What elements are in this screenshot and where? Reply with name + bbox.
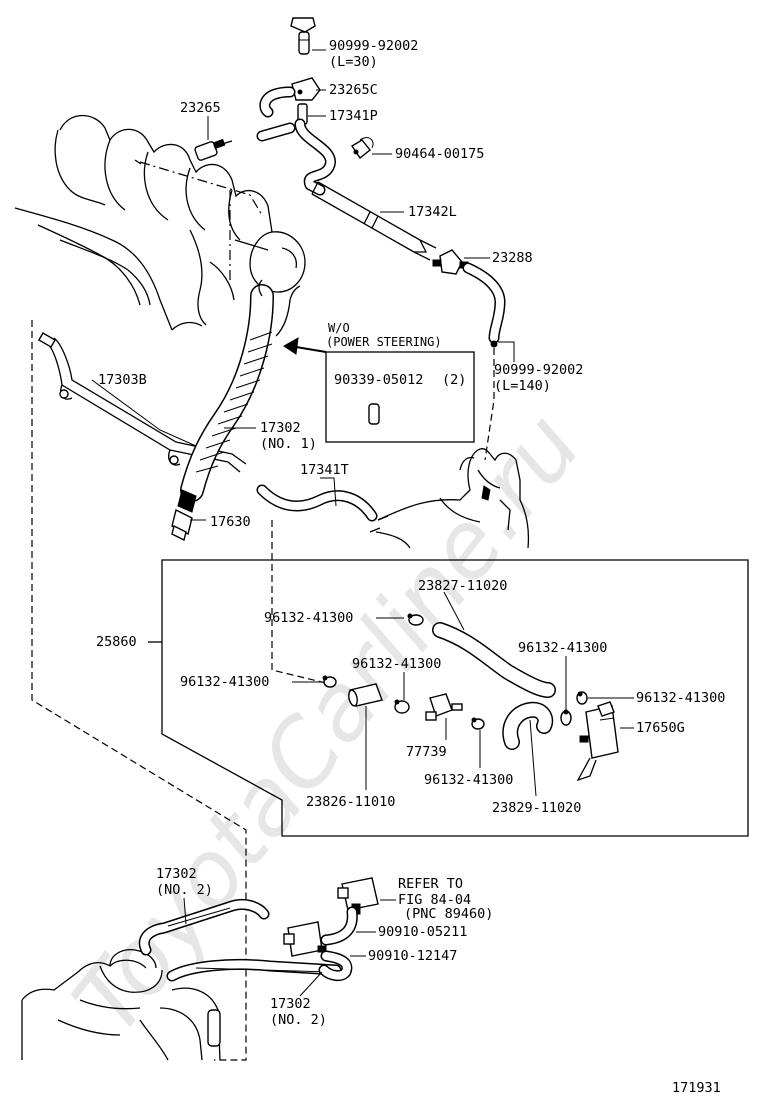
clamp-90464 xyxy=(351,137,374,160)
wo-box-title-line2: (POWER STEERING) xyxy=(326,335,442,349)
vacuum-filter-17630 xyxy=(171,489,197,542)
callout-23829-11020: 23829-11020 xyxy=(492,800,581,816)
wo-power-steering-box xyxy=(283,337,475,443)
valve-23288 xyxy=(432,249,469,275)
callout-90910-12147: 90910-12147 xyxy=(368,948,457,964)
right-engine-drawing xyxy=(375,448,530,549)
vsv-17650G xyxy=(576,701,619,782)
clamp-d xyxy=(471,717,485,730)
clamp-f xyxy=(576,691,588,705)
callout-90999-92002-l30: 90999-92002 xyxy=(329,38,418,54)
callout-17341p: 17341P xyxy=(329,108,378,124)
wo-box-title-line1: W/O xyxy=(328,321,350,335)
callout-17302-no2-lower: 17302 xyxy=(270,996,311,1012)
callout-17342l: 17342L xyxy=(408,204,457,220)
vsv-refer xyxy=(337,877,379,915)
callout-96132-41300-f: 96132-41300 xyxy=(424,772,513,788)
callout-23265: 23265 xyxy=(180,100,221,116)
callout-17302-no1-sub: (NO. 1) xyxy=(260,436,317,452)
callout-23265c: 23265C xyxy=(329,82,378,98)
callout-96132-41300-d: 96132-41300 xyxy=(180,674,269,690)
kit-parts xyxy=(322,613,619,782)
callout-17302-no1: 17302 xyxy=(260,420,301,436)
callout-17630: 17630 xyxy=(210,514,251,530)
vsv-23265 xyxy=(194,138,233,161)
callout-17302-no2-upper: 17302 xyxy=(156,866,197,882)
refer-note-line2: FIG 84-04 xyxy=(398,892,471,908)
callout-17650g: 17650G xyxy=(636,720,685,736)
callout-23288: 23288 xyxy=(492,250,533,266)
figure-number: 171931 xyxy=(672,1080,721,1096)
callouts: 90999-92002 (L=30) 23265C 17341P 90464-0… xyxy=(96,38,725,1096)
lower-assembly xyxy=(21,320,379,1061)
callout-77739: 77739 xyxy=(406,744,447,760)
clamp-e xyxy=(560,709,572,726)
callout-96132-41300-a: 96132-41300 xyxy=(264,610,353,626)
callout-length-l30: (L=30) xyxy=(329,54,378,70)
callout-17302-no2-upper-sub: (NO. 2) xyxy=(156,882,213,898)
callout-17303b: 17303B xyxy=(98,372,147,388)
callout-23826-11010: 23826-11010 xyxy=(306,794,395,810)
intake-manifold-drawing xyxy=(14,115,306,331)
check-valve-77739 xyxy=(425,693,463,721)
clamp-c xyxy=(394,699,410,714)
clamp-a xyxy=(407,613,424,626)
refer-note-line3: (PNC 89460) xyxy=(404,906,493,922)
callout-length-l140: (L=140) xyxy=(494,378,551,394)
leader-lines xyxy=(91,49,634,997)
clamp-b xyxy=(322,675,337,688)
callout-90910-05211: 90910-05211 xyxy=(378,924,467,940)
wo-box-qty: (2) xyxy=(442,372,466,388)
callout-96132-41300-e: 96132-41300 xyxy=(636,690,725,706)
wo-box-part: 90339-05012 xyxy=(334,372,423,388)
refer-note-line1: REFER TO xyxy=(398,876,463,892)
callout-90464-00175: 90464-00175 xyxy=(395,146,484,162)
upper-hose-route xyxy=(259,17,506,461)
vacuum-pipe-assembly xyxy=(37,279,389,685)
callout-25860: 25860 xyxy=(96,634,137,650)
callout-96132-41300-c: 96132-41300 xyxy=(352,656,441,672)
callout-96132-41300-b: 96132-41300 xyxy=(518,640,607,656)
kit-25860-frame xyxy=(148,559,749,837)
callout-90999-92002-l140: 90999-92002 xyxy=(494,362,583,378)
callout-23827-11020: 23827-11020 xyxy=(418,578,507,594)
callout-17302-no2-lower-sub: (NO. 2) xyxy=(270,1012,327,1028)
callout-17341t: 17341T xyxy=(300,462,349,478)
